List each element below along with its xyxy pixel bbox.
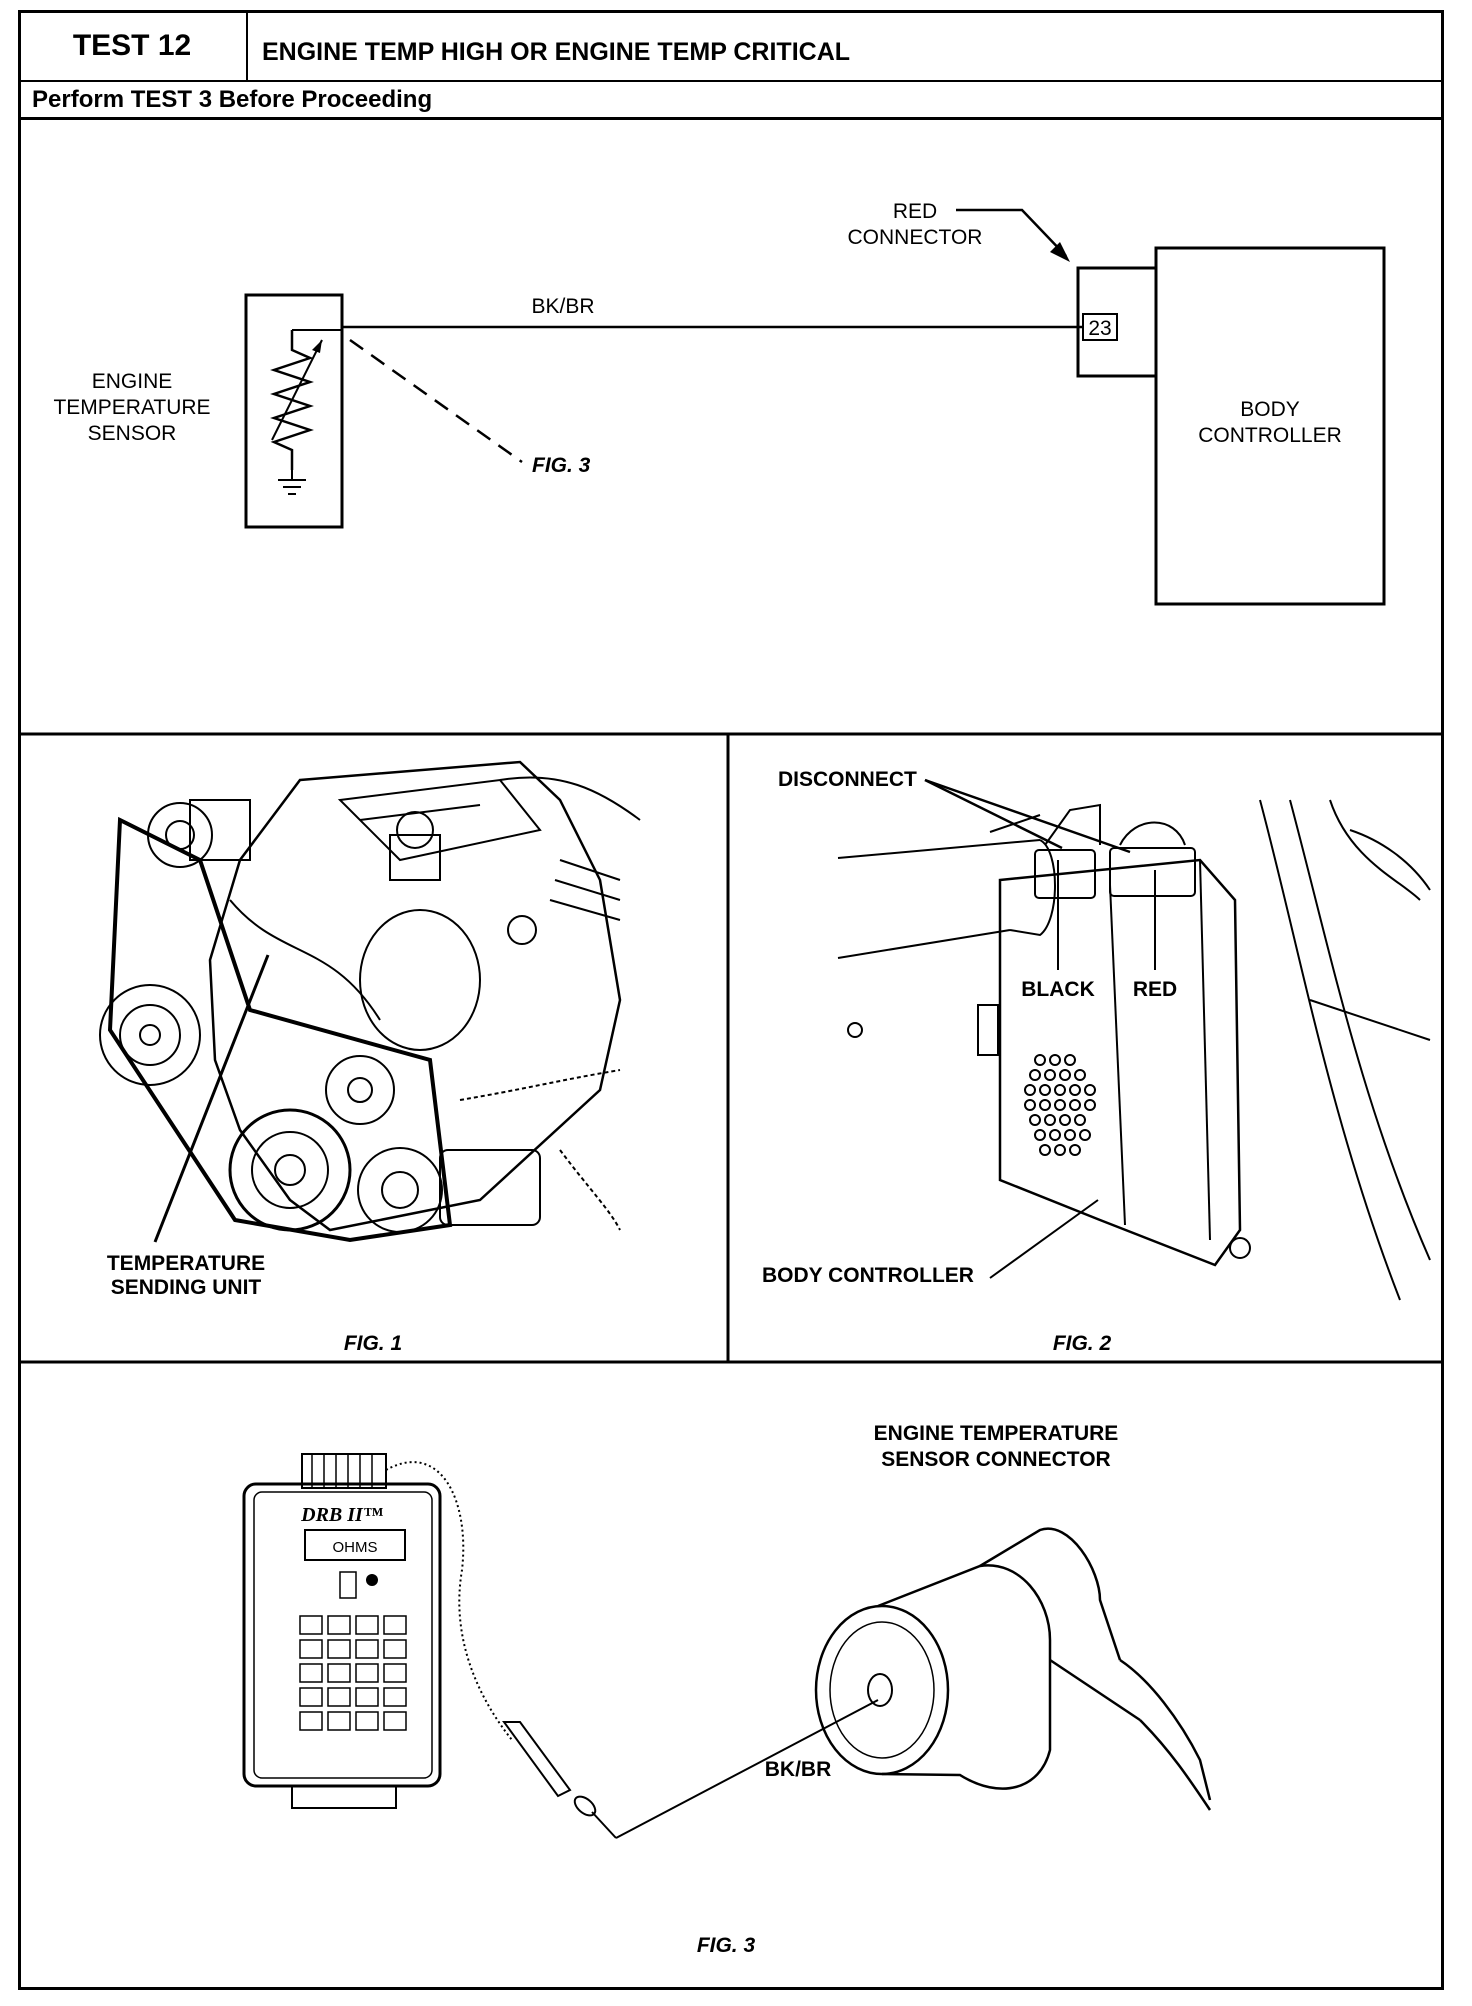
red-connector-arrow bbox=[956, 208, 1067, 257]
fig2-red-label: RED bbox=[1133, 978, 1177, 1001]
red-connector-label-2: CONNECTOR bbox=[848, 226, 983, 249]
sensor-connector-icon bbox=[814, 1527, 1212, 1811]
fig2-caption: FIG. 2 bbox=[1053, 1332, 1112, 1355]
sensor-label-2: TEMPERATURE bbox=[53, 396, 210, 419]
fig1-callout-label-1: TEMPERATURE bbox=[107, 1252, 265, 1275]
thermistor-arrow bbox=[271, 339, 323, 441]
sensor-label-1: ENGINE bbox=[92, 370, 173, 393]
fig2-body-controller-label: BODY CONTROLLER bbox=[762, 1264, 974, 1287]
fig3-caption: FIG. 3 bbox=[697, 1934, 756, 1957]
body-controller-box bbox=[1154, 246, 1386, 606]
drb-tester-icon bbox=[242, 1453, 442, 1809]
sensor-label-3: SENSOR bbox=[88, 422, 177, 445]
fig3-wire-label: BK/BR bbox=[765, 1758, 832, 1781]
fig3-connector-label-2: SENSOR CONNECTOR bbox=[881, 1448, 1110, 1471]
test-label: TEST 12 bbox=[18, 10, 248, 82]
controller-label-2: CONTROLLER bbox=[1198, 424, 1342, 447]
fig2-controller-leader bbox=[989, 1199, 1099, 1279]
fig1-caption: FIG. 1 bbox=[344, 1332, 402, 1355]
page-frame bbox=[18, 10, 1444, 1990]
tester-lead bbox=[385, 1461, 513, 1741]
fig2-disconnect-arrows bbox=[924, 778, 1131, 854]
wire-label: BK/BR bbox=[531, 295, 594, 318]
tester-display: OHMS bbox=[333, 1539, 378, 1556]
prerequisite-note: Perform TEST 3 Before Proceeding bbox=[32, 86, 433, 113]
note-row bbox=[18, 82, 1444, 120]
controller-label-1: BODY bbox=[1240, 398, 1300, 421]
red-connector-label-1: RED bbox=[893, 200, 937, 223]
fig1-engine-illustration bbox=[99, 760, 641, 1243]
fig2-disconnect-label: DISCONNECT bbox=[778, 768, 917, 791]
pin-number: 23 bbox=[1088, 317, 1111, 340]
header-row bbox=[18, 10, 1444, 82]
fig3-pointer-dashed bbox=[349, 338, 523, 464]
schematic-fig3-ref: FIG. 3 bbox=[532, 454, 591, 477]
fig1-callout-line bbox=[153, 954, 270, 1243]
schematic: RED CONNECTOR BK/BR 23 ENGINE TEMPERATUR… bbox=[53, 200, 1386, 606]
ground-icon bbox=[278, 470, 306, 495]
fig2-black-label: BLACK bbox=[1021, 978, 1095, 1001]
test-title: ENGINE TEMP HIGH OR ENGINE TEMP CRITICAL bbox=[262, 38, 851, 66]
sensor-box bbox=[244, 293, 344, 529]
probe-wire bbox=[615, 1699, 879, 1839]
fig2-body-controller-illustration bbox=[837, 799, 1431, 1301]
fig3-connector-label-1: ENGINE TEMPERATURE bbox=[874, 1422, 1119, 1445]
probe-icon bbox=[502, 1721, 617, 1839]
pin-23-box bbox=[1082, 313, 1118, 341]
fig1-callout-label-2: SENDING UNIT bbox=[111, 1276, 262, 1299]
tester-brand: DRB II™ bbox=[300, 1504, 383, 1526]
